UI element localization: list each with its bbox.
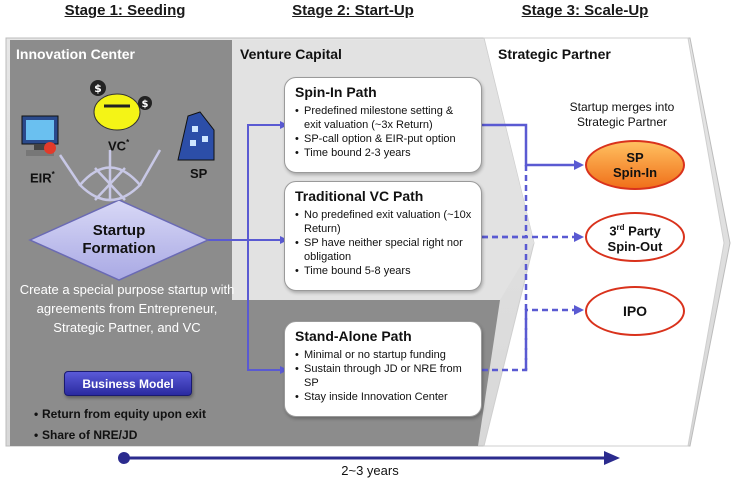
third-party-spin-out-oval: 3rd Party Spin-Out bbox=[585, 212, 685, 262]
merge-note: Startup merges into Strategic Partner bbox=[569, 100, 675, 129]
spin-in-path-box: Spin-In Path Predefined milestone settin… bbox=[284, 77, 482, 173]
path-bullet: Predefined milestone setting & exit valu… bbox=[295, 104, 473, 132]
stage-1-title: Stage 1: Seeding bbox=[64, 2, 186, 19]
formation-line-2: Formation bbox=[82, 240, 156, 257]
path-bullet: Sustain through JD or NRE from SP bbox=[295, 362, 473, 390]
sp-spin-in-line-2: Spin-In bbox=[612, 165, 658, 180]
sp-spin-in-line-1: SP bbox=[626, 150, 644, 165]
timeline-label: 2~3 years bbox=[341, 463, 399, 478]
stand-alone-path-title: Stand-Alone Path bbox=[295, 328, 412, 344]
network-knot-icon bbox=[58, 149, 162, 202]
ipo-oval: IPO bbox=[585, 286, 685, 336]
path-arrows bbox=[206, 124, 286, 371]
startup-formation-label: Startup Formation bbox=[60, 222, 178, 258]
formation-line-1: Startup bbox=[92, 222, 146, 239]
seeding-bullet: Return from equity upon exit bbox=[34, 404, 206, 425]
svg-text:$: $ bbox=[142, 99, 149, 110]
spin-in-path-title: Spin-In Path bbox=[295, 84, 377, 100]
sp-spin-in-oval: SP Spin-In bbox=[585, 140, 685, 190]
timeline-arrowhead bbox=[604, 451, 620, 465]
vc-label: VC* bbox=[108, 138, 130, 154]
stand-alone-path-box: Stand-Alone Path Minimal or no startup f… bbox=[284, 321, 482, 417]
seeding-description: Create a special purpose startup with ag… bbox=[19, 282, 235, 335]
path-bullet: Minimal or no startup funding bbox=[295, 348, 473, 362]
path-bullet: Time bound 2-3 years bbox=[295, 146, 473, 160]
eir-label: EIR* bbox=[30, 170, 55, 186]
path-bullet: SP-call option & EIR-put option bbox=[295, 132, 473, 146]
seeding-bullets: Return from equity upon exit Share of NR… bbox=[34, 404, 206, 446]
stage-3-title: Stage 3: Scale-Up bbox=[521, 2, 649, 19]
sp-label: SP bbox=[190, 166, 208, 181]
startup-formation-diamond bbox=[28, 199, 210, 281]
third-party-line-1: 3rd Party bbox=[609, 223, 661, 239]
corporate-building-icon bbox=[177, 111, 215, 161]
path-bullet: Stay inside Innovation Center bbox=[295, 390, 473, 404]
path-bullet: SP have neither special right nor obliga… bbox=[295, 236, 473, 264]
strategic-partner-title: Strategic Partner bbox=[498, 46, 611, 62]
computer-worker-icon bbox=[21, 115, 59, 156]
business-model-button[interactable]: Business Model bbox=[64, 371, 192, 396]
stage-2-title: Stage 2: Start-Up bbox=[292, 2, 414, 19]
traditional-vc-path-title: Traditional VC Path bbox=[295, 188, 424, 204]
money-bag-investor-icon: $ $ bbox=[90, 80, 152, 131]
path-bullet: Time bound 5-8 years bbox=[295, 264, 473, 278]
innovation-center-title: Innovation Center bbox=[16, 46, 136, 62]
timeline-start-dot bbox=[118, 452, 130, 464]
path-bullet: No predefined exit valuation (~10x Retur… bbox=[295, 208, 473, 236]
svg-text:$: $ bbox=[94, 82, 102, 95]
seeding-bullet: Share of NRE/JD bbox=[34, 425, 206, 446]
venture-capital-title: Venture Capital bbox=[240, 46, 342, 62]
third-party-line-2: Spin-Out bbox=[607, 238, 663, 254]
traditional-vc-path-box: Traditional VC Path No predefined exit v… bbox=[284, 181, 482, 291]
